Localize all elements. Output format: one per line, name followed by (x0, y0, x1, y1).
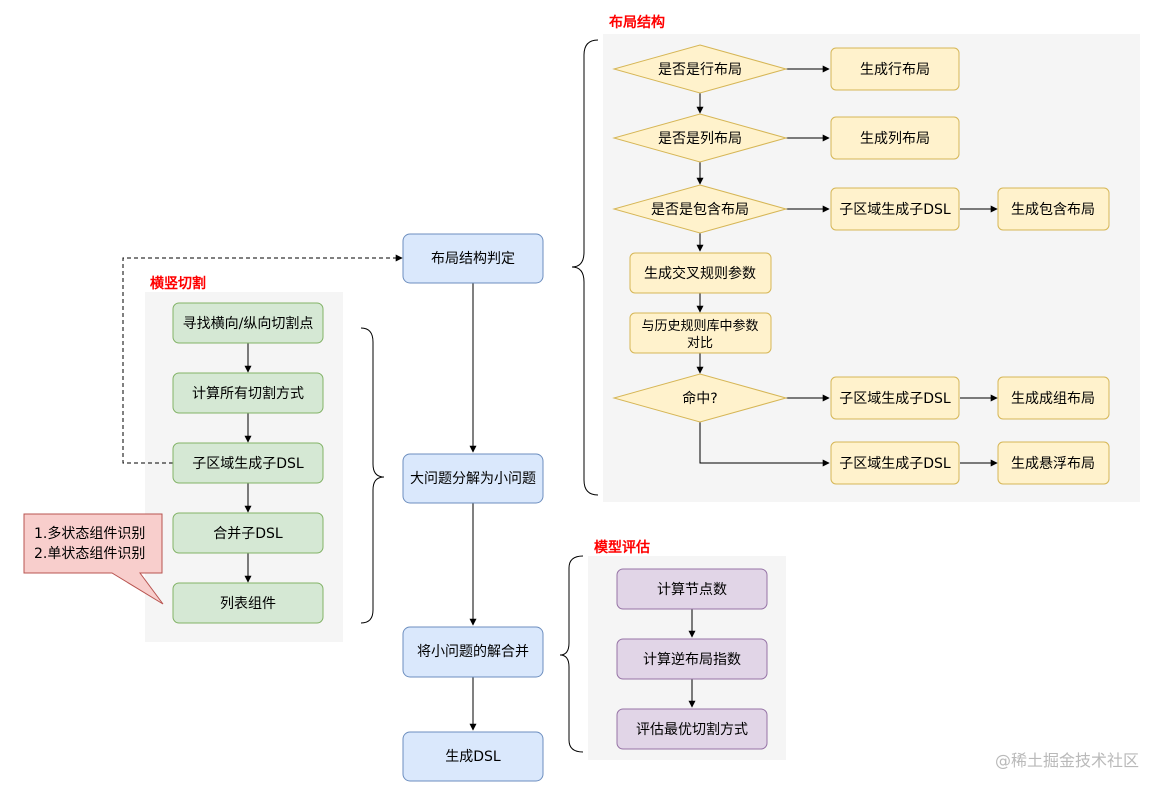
svg-text:计算逆布局指数: 计算逆布局指数 (643, 652, 741, 668)
node-inverse-index (616, 638, 768, 680)
svg-text:大问题分解为小问题: 大问题分解为小问题 (410, 471, 536, 487)
svg-text:生成列布局: 生成列布局 (860, 131, 930, 147)
svg-text:子区域生成子DSL: 子区域生成子DSL (839, 456, 951, 472)
node-count-nodes (616, 568, 768, 610)
svg-text:2.单状态组件识别: 2.单状态组件识别 (34, 546, 145, 562)
svg-text:将小问题的解合并: 将小问题的解合并 (417, 644, 529, 660)
layout-group-title: 布局结构 (609, 14, 665, 31)
node-sub-dsl (172, 442, 324, 484)
svg-text:寻找横向/纵向切割点: 寻找横向/纵向切割点 (183, 315, 314, 332)
eval-group-title: 模型评估 (594, 539, 650, 556)
split-group-title: 横竖切割 (150, 275, 206, 292)
watermark: @稀土掘金技术社区 (994, 751, 1139, 770)
node-sub-dsl-3 (830, 441, 960, 485)
node-calc-cut (172, 372, 324, 414)
split-brace (360, 327, 385, 624)
svg-text:布局结构判定: 布局结构判定 (431, 251, 515, 267)
svg-text:是否是包含布局: 是否是包含布局 (651, 202, 749, 218)
dashed-arrow-recursion (122, 254, 403, 464)
svg-text:与历史规则库中参数: 与历史规则库中参数 (641, 318, 758, 334)
node-decompose (402, 453, 544, 504)
decision-hit (612, 373, 788, 423)
svg-text:1.多状态组件识别: 1.多状态组件识别 (34, 525, 145, 542)
svg-text:子区域生成子DSL: 子区域生成子DSL (192, 456, 304, 472)
svg-text:子区域生成子DSL: 子区域生成子DSL (839, 391, 951, 407)
node-gen-col (830, 116, 960, 160)
node-gen-contain (997, 187, 1110, 231)
node-best-cut (616, 708, 768, 750)
svg-text:计算节点数: 计算节点数 (657, 582, 727, 598)
node-gen-float (997, 441, 1110, 485)
eval-brace (559, 555, 584, 753)
svg-text:是否是列布局: 是否是列布局 (658, 131, 742, 147)
node-gen-group (997, 376, 1110, 420)
decision-is-row (612, 44, 788, 94)
node-merge (402, 626, 544, 678)
node-sub-dsl-1 (830, 187, 960, 231)
node-gen-cross (629, 252, 772, 294)
svg-text:子区域生成子DSL: 子区域生成子DSL (839, 202, 951, 218)
node-gen-row (830, 47, 960, 91)
node-gen-dsl (402, 731, 544, 782)
decision-is-contain (612, 184, 788, 234)
svg-text:生成悬浮布局: 生成悬浮布局 (1011, 456, 1095, 472)
svg-text:评估最优切割方式: 评估最优切割方式 (636, 721, 748, 738)
callout-note (23, 513, 164, 605)
svg-text:合并子DSL: 合并子DSL (213, 526, 283, 542)
svg-text:生成包含布局: 生成包含布局 (1011, 202, 1095, 218)
svg-text:计算所有切割方式: 计算所有切割方式 (192, 385, 304, 402)
svg-text:生成DSL: 生成DSL (445, 749, 501, 765)
node-merge-dsl (172, 512, 324, 554)
node-judge (402, 233, 544, 284)
svg-text:对比: 对比 (687, 336, 713, 351)
decision-is-col (612, 113, 788, 163)
node-compare-history (629, 312, 772, 354)
svg-text:生成成组布局: 生成成组布局 (1011, 391, 1095, 407)
layout-brace (571, 39, 599, 496)
svg-text:是否是行布局: 是否是行布局 (658, 62, 742, 78)
svg-text:列表组件: 列表组件 (220, 596, 276, 612)
node-find-cut (172, 302, 324, 344)
svg-text:生成交叉规则参数: 生成交叉规则参数 (644, 265, 756, 282)
node-sub-dsl-2 (830, 376, 960, 420)
svg-text:生成行布局: 生成行布局 (860, 62, 930, 78)
node-list-component (172, 582, 324, 624)
svg-text:命中?: 命中? (682, 390, 717, 407)
